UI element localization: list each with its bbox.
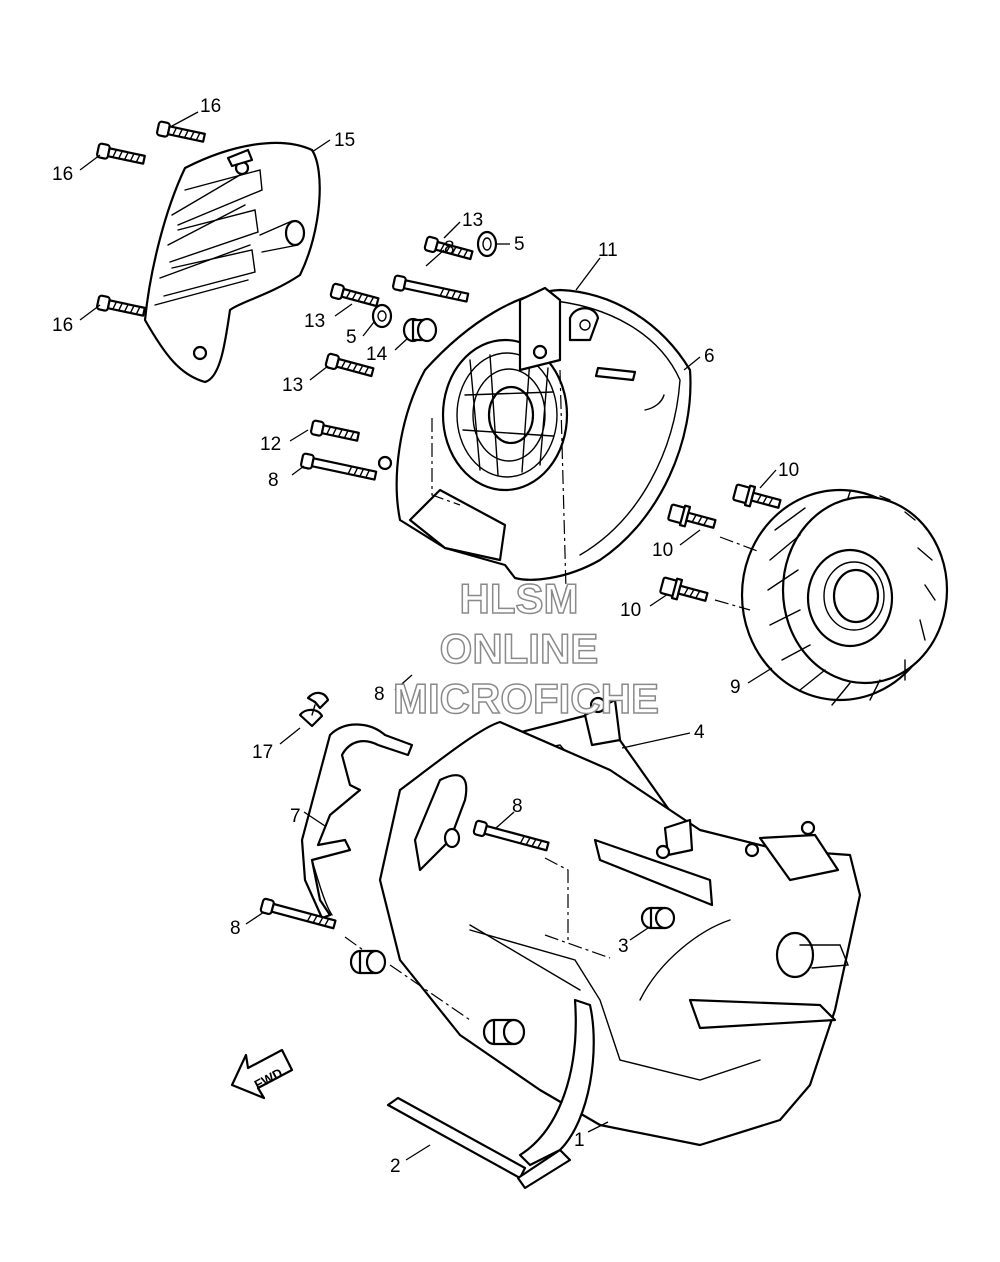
callout-13-mid: 13 bbox=[304, 311, 325, 332]
bolt-10-top bbox=[731, 481, 784, 515]
callout-16-top: 16 bbox=[200, 96, 221, 117]
callout-7: 7 bbox=[290, 806, 301, 827]
watermark-line2: ONLINE bbox=[440, 625, 599, 672]
bolt-12 bbox=[309, 419, 361, 445]
callout-8-lower-left: 8 bbox=[230, 918, 241, 939]
callout-8-top: 8 bbox=[444, 238, 455, 259]
bolt-16-bottom bbox=[95, 294, 147, 320]
alignment-lines bbox=[344, 369, 761, 1021]
bolt-8-left bbox=[299, 452, 378, 484]
callout-14: 14 bbox=[366, 344, 388, 365]
callout-16-left: 16 bbox=[52, 164, 73, 185]
callout-10-top: 10 bbox=[778, 460, 799, 481]
callout-13-lower: 13 bbox=[282, 375, 303, 396]
callout-10-low: 10 bbox=[620, 600, 641, 621]
watermark-line3: MICROFICHE bbox=[393, 675, 659, 722]
side-seal bbox=[300, 723, 414, 920]
grommet-14 bbox=[402, 317, 438, 343]
callout-8-upper-case: 8 bbox=[374, 684, 385, 705]
crankcase-cover bbox=[378, 720, 862, 1147]
callout-labels: 16 16 16 15 13 5 8 11 13 5 14 6 13 12 8 … bbox=[52, 96, 799, 1177]
bolt-13-mid bbox=[329, 282, 381, 311]
callout-9: 9 bbox=[730, 677, 741, 698]
guide-bar bbox=[386, 924, 595, 1190]
cooling-fan bbox=[740, 488, 949, 706]
callout-5-top: 5 bbox=[514, 234, 525, 255]
fwd-arrow-icon: FWD bbox=[230, 1048, 294, 1100]
callout-4: 4 bbox=[694, 722, 705, 743]
callout-11: 11 bbox=[598, 240, 618, 261]
leader-lines bbox=[79, 111, 777, 1161]
callout-3: 3 bbox=[618, 936, 629, 957]
bolt-10-mid bbox=[666, 501, 719, 535]
callout-8-center: 8 bbox=[512, 796, 523, 817]
callout-10-mid: 10 bbox=[652, 540, 673, 561]
watermark-line1: HLSM bbox=[460, 575, 579, 622]
callout-8-left: 8 bbox=[268, 470, 279, 491]
callout-12: 12 bbox=[260, 434, 281, 455]
callout-13-top: 13 bbox=[462, 210, 483, 231]
callout-1: 1 bbox=[574, 1130, 585, 1151]
callout-17: 17 bbox=[252, 742, 273, 763]
collar-5-mid bbox=[371, 303, 393, 329]
callout-6: 6 bbox=[704, 346, 715, 367]
air-shroud-cover bbox=[143, 141, 321, 384]
callout-2: 2 bbox=[390, 1156, 401, 1177]
collar-5-top bbox=[476, 230, 498, 258]
bolt-8-top bbox=[391, 274, 470, 306]
bolt-10-low bbox=[658, 574, 711, 608]
collar-left bbox=[349, 949, 387, 975]
bolt-16-top bbox=[155, 120, 207, 146]
callout-15: 15 bbox=[334, 130, 355, 151]
callout-16-bottom: 16 bbox=[52, 315, 73, 336]
bolt-16-left bbox=[95, 142, 147, 168]
callout-5-mid: 5 bbox=[346, 327, 357, 348]
watermark: HLSM ONLINE MICROFICHE bbox=[392, 574, 660, 723]
clip-17 bbox=[298, 691, 330, 728]
fan-housing-cover bbox=[377, 286, 692, 581]
